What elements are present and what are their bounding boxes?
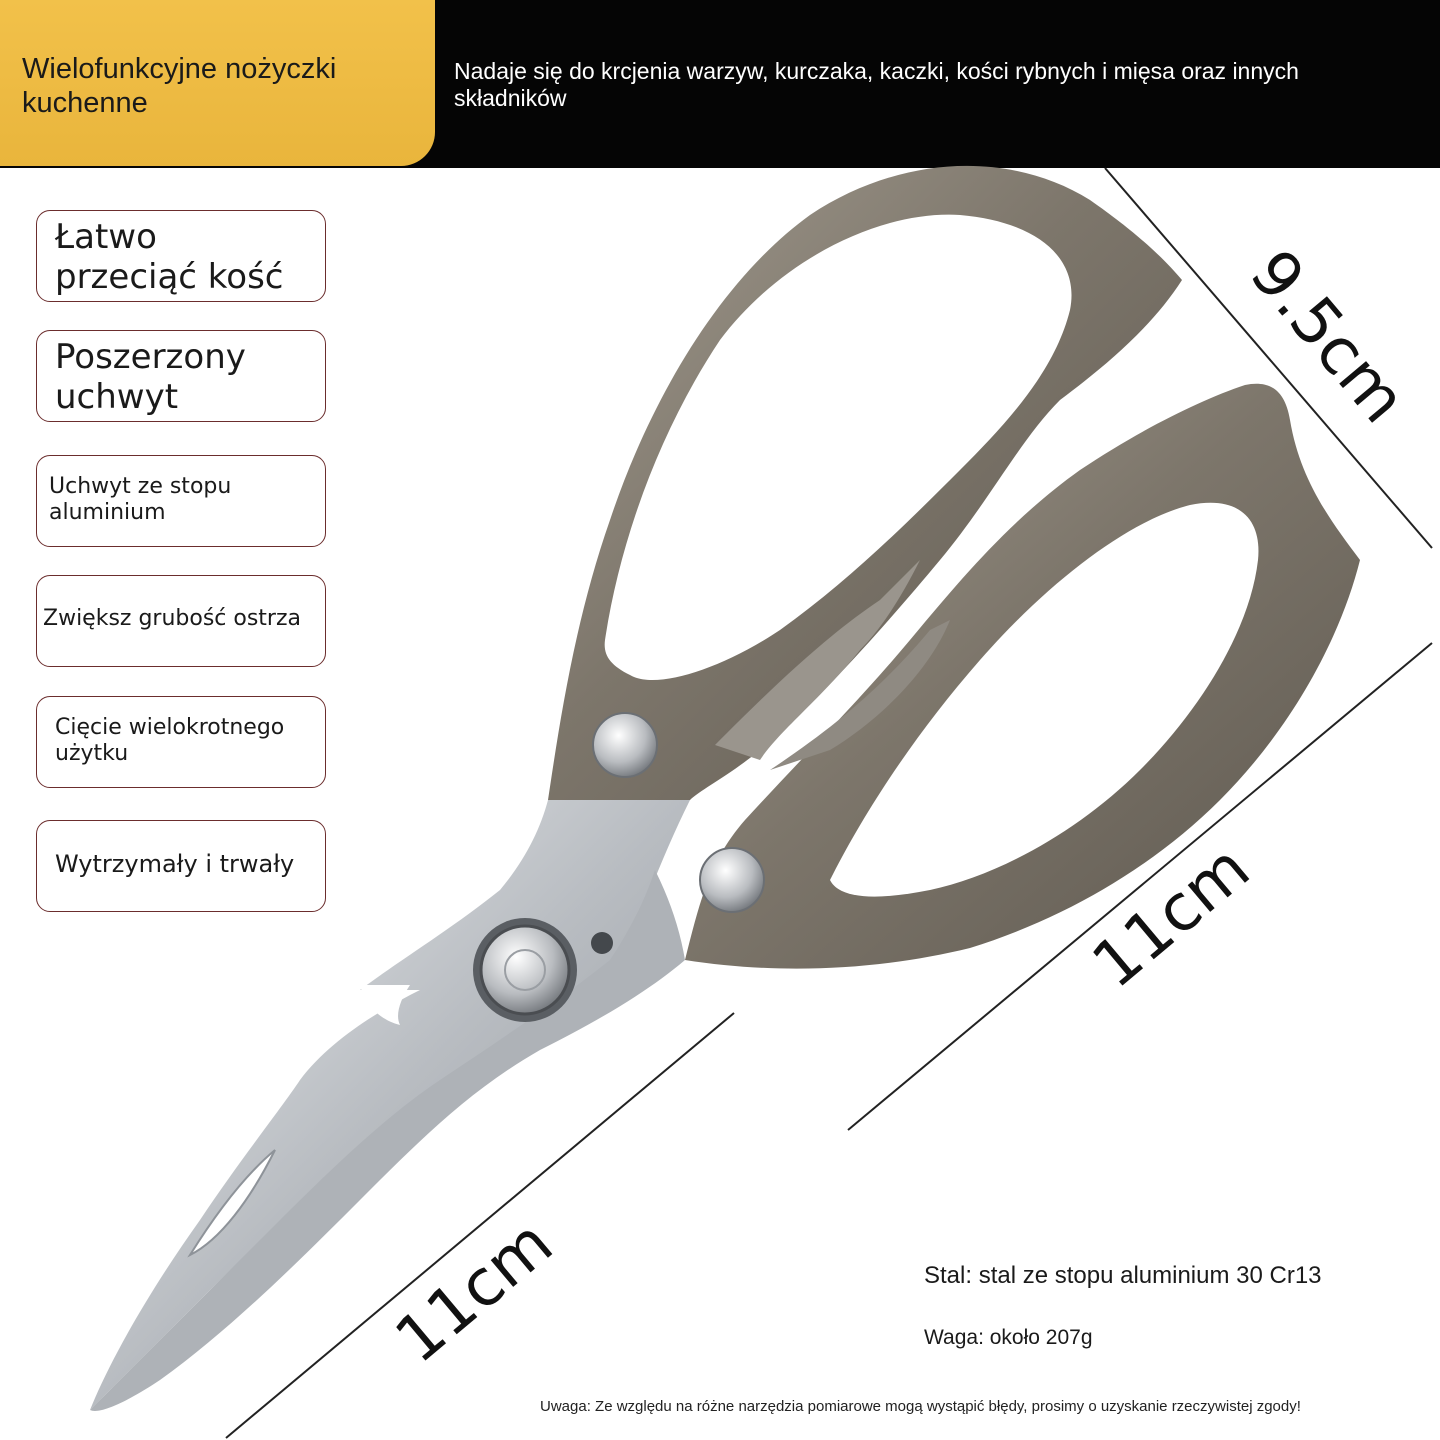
dimension-line-handle: [847, 642, 1433, 1131]
feature-durable: Wytrzymały i trwały: [36, 820, 326, 912]
handle-screw-lower: [699, 847, 765, 913]
feature-label: Uchwyt ze stopu aluminium: [49, 474, 232, 525]
spec-weight: Waga: około 207g: [924, 1326, 1093, 1349]
feature-aluminium-handle: Uchwyt ze stopu aluminium: [36, 455, 326, 547]
feature-wide-handle: Poszerzony uchwyt: [36, 330, 326, 422]
bone-cracker-teeth: [715, 560, 920, 760]
dimension-line-width: [1104, 167, 1433, 549]
pivot-screw: [479, 924, 571, 1016]
spec-steel: Stal: stal ze stopu aluminium 30 Cr13: [924, 1262, 1322, 1289]
product-description: Nadaje się do krcjenia warzyw, kurczaka,…: [454, 58, 1299, 111]
product-title: Wielofunkcyjne nożyczki kuchenne: [22, 53, 337, 119]
handle-screw-upper: [592, 712, 658, 778]
feature-label: Łatwo przeciąć kość: [55, 217, 284, 297]
dimension-line-blade: [225, 1012, 735, 1439]
feature-label: Zwiększ grubość ostrza: [43, 606, 302, 631]
measurement-note: Uwaga: Ze względu na różne narzędzia pom…: [540, 1398, 1301, 1415]
feature-bone-cutting: Łatwo przeciąć kość: [36, 210, 326, 302]
feature-multi-use: Cięcie wielokrotnego użytku: [36, 696, 326, 788]
lower-blade: [90, 870, 685, 1411]
pivot-hole: [591, 932, 613, 954]
feature-thick-blade: Zwiększ grubość ostrza: [36, 575, 326, 667]
feature-label: Poszerzony uchwyt: [55, 337, 246, 417]
header-bar: Wielofunkcyjne nożyczki kuchenne Nadaje …: [0, 0, 1440, 168]
feature-label: Wytrzymały i trwały: [55, 850, 295, 878]
title-box: Wielofunkcyjne nożyczki kuchenne: [0, 0, 435, 166]
feature-label: Cięcie wielokrotnego użytku: [55, 715, 285, 766]
